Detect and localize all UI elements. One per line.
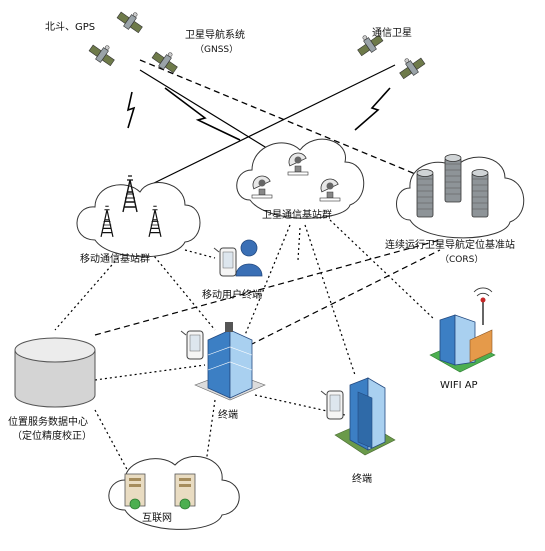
label-gnss-abbr: （GNSS） — [195, 44, 238, 55]
label-satellite-bs: 卫星通信基站群 — [262, 208, 332, 221]
cloud-mobile-bs — [76, 182, 201, 258]
label-cors: 连续运行卫星导航定位基准站 — [385, 238, 515, 251]
label-terminal-a: 终端 — [218, 408, 238, 421]
mobile-phone-icon — [320, 390, 344, 420]
label-gnss: 卫星导航系统 — [185, 28, 245, 41]
label-terminal-b: 终端 — [352, 472, 372, 485]
label-mobile-user: 移动用户终端 — [202, 288, 262, 301]
label-cors-abbr: （CORS） — [440, 254, 483, 265]
label-data-center-sub: （定位精度校正） — [12, 429, 92, 442]
building-icon-b — [334, 377, 396, 456]
label-wifi-ap: WIFI AP — [440, 380, 478, 391]
wifi-router-icon — [429, 287, 496, 373]
label-internet: 互联网 — [142, 512, 172, 524]
mobile-user-terminal — [213, 239, 263, 277]
person-icon — [235, 239, 263, 277]
mobile-phone-icon — [180, 330, 204, 360]
label-comm-satellite: 通信卫星 — [372, 27, 412, 39]
label-data-center: 位置服务数据中心 — [8, 415, 88, 428]
mobile-phone-icon — [213, 247, 237, 277]
building-icon-a — [194, 322, 266, 401]
satellite-icon — [87, 5, 427, 82]
label-beidou-gps: 北斗、GPS — [45, 21, 95, 33]
connections — [54, 59, 441, 476]
label-mobile-bs: 移动通信基站群 — [80, 252, 150, 265]
database-icon — [14, 337, 96, 408]
